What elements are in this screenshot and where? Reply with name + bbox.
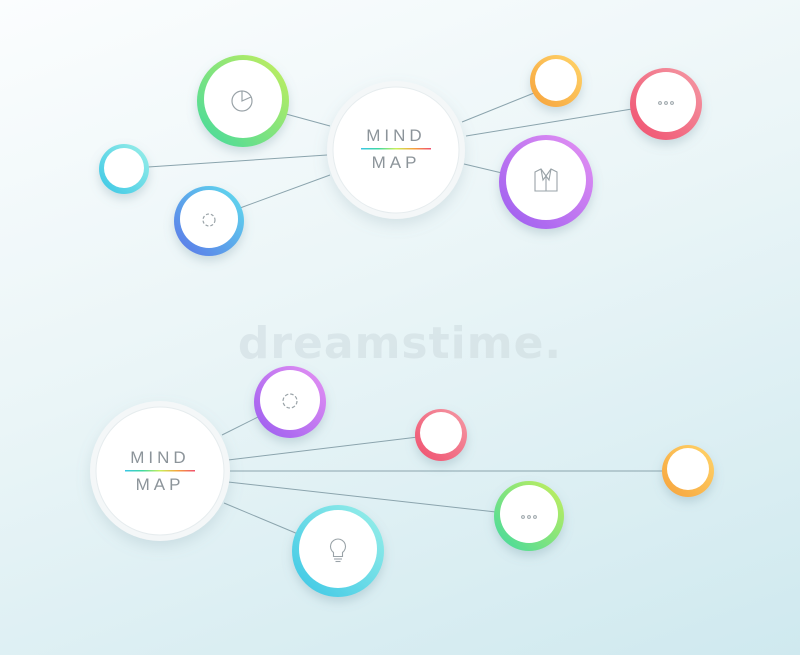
central-node-line2: MAP	[372, 153, 421, 172]
pie-chart-icon	[231, 90, 253, 112]
spinner-ring-icon	[282, 393, 298, 409]
branch-node-purple[interactable]	[499, 135, 593, 229]
branch-node-red[interactable]	[630, 68, 702, 140]
central-node-divider	[361, 148, 431, 150]
connector-line	[239, 174, 331, 209]
branch-node-cyan[interactable]	[292, 505, 384, 597]
branch-node-cyan[interactable]	[99, 144, 149, 194]
ellipsis-icon	[658, 101, 674, 105]
connector-lines	[147, 92, 633, 209]
central-node-line2: MAP	[136, 475, 185, 494]
branch-node-purple[interactable]	[254, 366, 326, 438]
connector-line	[285, 113, 331, 127]
connector-line	[227, 481, 497, 513]
connector-lines	[221, 415, 663, 535]
suit-jacket-icon	[534, 168, 558, 192]
connector-line	[465, 108, 633, 137]
branch-node-orange[interactable]	[530, 55, 582, 107]
branch-node-green[interactable]	[197, 55, 289, 147]
branch-node-green[interactable]	[494, 481, 564, 551]
branch-node-orange[interactable]	[662, 445, 714, 497]
central-node-line1: MIND	[130, 448, 189, 467]
central-node-line1: MIND	[366, 126, 425, 145]
branch-node-blue[interactable]	[174, 186, 244, 256]
mind-map-top: MIND MAP	[99, 55, 702, 256]
central-node[interactable]: MIND MAP	[90, 401, 230, 541]
branch-node-red[interactable]	[415, 409, 467, 461]
ellipsis-icon	[521, 515, 537, 519]
central-node-divider	[125, 470, 195, 472]
spinner-ring-icon	[202, 213, 216, 227]
connector-line	[227, 436, 419, 461]
connector-line	[223, 502, 299, 535]
connector-line	[221, 415, 261, 436]
connector-line	[461, 92, 535, 123]
connector-line	[147, 154, 328, 168]
lightbulb-icon	[329, 538, 347, 563]
central-node[interactable]: MIND MAP	[327, 81, 465, 219]
mind-map-bottom: MIND MAP	[90, 366, 714, 597]
connector-line	[463, 163, 503, 174]
